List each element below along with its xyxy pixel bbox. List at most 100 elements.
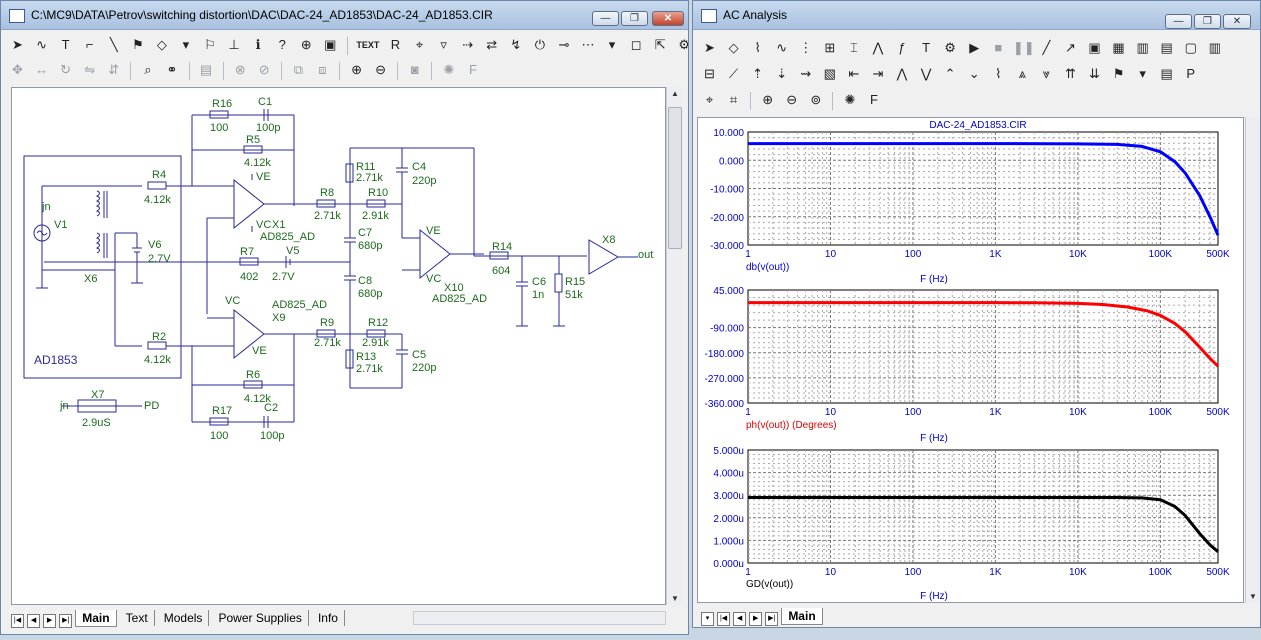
ac-high-icon[interactable]: ⌃ [944,66,956,81]
ac-bottom-icon[interactable]: ⇊ [1089,66,1100,81]
ac-text-icon[interactable]: T [922,40,931,55]
ac-slope-icon[interactable]: ⟋ [729,66,739,81]
schematic-horizontal-scrollbar[interactable] [413,611,666,625]
ac-waveform-icon[interactable]: ∿ [776,40,788,55]
scroll-down-icon[interactable]: ▼ [671,594,679,603]
ac-tokens-icon[interactable]: ⊞ [824,40,836,55]
camera-icon[interactable]: ◙ [410,62,419,77]
schematic-canvas[interactable]: jn V1 V6 2.7V X6 R4 4.12k R2 4.12k R16 1… [11,87,666,605]
schematic-titlebar[interactable]: C:\MC9\DATA\Petrov\switching distortion\… [1,1,688,30]
ac-vertical-scrollbar[interactable]: ▼ [1245,117,1260,603]
cursor-mode-icon[interactable]: ⇱ [654,37,666,52]
pin-connections-icon[interactable]: ⌖ [415,37,424,52]
orthogonal-wire-icon[interactable]: ⌐ [85,37,94,52]
ac-maximize-button[interactable]: ❐ [1194,14,1221,29]
ac-cursor-icon[interactable]: ⌶ [849,40,858,55]
ac-table-icon[interactable]: ▤ [1160,40,1173,55]
find-icon[interactable]: ⌕ [144,62,152,77]
ac-level-icon[interactable]: ⇝ [800,66,812,81]
ac-cursor-left-icon[interactable]: ⇤ [848,66,860,81]
ac-cursor-right-icon[interactable]: ⇥ [872,66,884,81]
ac-tag-icon[interactable]: ⚑ [1112,66,1125,81]
flip-icon[interactable]: ⇋ [84,62,96,77]
info-icon[interactable]: ℹ [255,37,261,52]
tab-main[interactable]: Main [75,610,117,627]
tab-text[interactable]: Text [120,610,155,626]
stretch-icon[interactable]: ↔ [35,62,49,77]
power-icon[interactable]: ⊸ [558,37,570,52]
cancel-icon[interactable]: ⊘ [258,62,270,77]
ac-down-cursor-icon[interactable]: ⇣ [776,66,788,81]
rotate-icon[interactable]: ↻ [60,62,72,77]
binoculars-icon[interactable]: ⚭ [166,62,178,77]
ac-minor-grid-icon[interactable]: ▥ [1208,40,1221,55]
ac-select-arrow-icon[interactable]: ➤ [704,40,715,55]
text-tool-icon[interactable]: T [61,37,70,52]
ac-stack-icon[interactable]: ▦ [1112,40,1125,55]
scroll-up-icon[interactable]: ▲ [671,89,679,98]
node-flag-icon[interactable]: ⚐ [204,37,216,52]
ac-arrow-line-icon[interactable]: ↗ [1064,40,1076,55]
close-button[interactable]: ✕ [652,11,684,26]
ac-first-page-icon[interactable]: |◀ [717,612,731,626]
ac-scale-icon[interactable]: ⌇ [754,40,761,55]
grid-icon[interactable]: ⋯ [581,37,595,52]
ac-dropdown-icon[interactable]: ▾ [701,612,714,626]
ac-prev-page-icon[interactable]: ◀ [733,612,747,626]
shape-dropdown-icon[interactable]: ▾ [182,37,190,52]
text-mode-icon[interactable]: TEXT [356,40,380,50]
point-to-end-icon[interactable]: ⊕ [300,37,312,52]
palette-icon[interactable]: ✺ [443,62,455,77]
schematic-vertical-scrollbar[interactable]: ▲ ▼ [666,87,683,605]
ac-list-icon[interactable]: ▤ [1160,66,1173,81]
ac-baseline-icon[interactable]: ⊟ [704,66,715,81]
ac-peak-next-icon[interactable]: ⋀ [896,66,908,81]
maximize-button[interactable]: ❐ [621,11,648,26]
last-page-icon[interactable]: ▶| [59,614,73,628]
tab-power-supplies[interactable]: Power Supplies [212,610,309,626]
ac-zoom-fit-icon[interactable]: ⊚ [810,92,822,107]
ac-palette-icon[interactable]: ✺ [844,92,856,107]
next-page-icon[interactable]: ▶ [43,614,57,628]
ac-shape-icon[interactable]: ◇ [728,40,739,55]
stop-icon[interactable]: ⊗ [234,62,246,77]
ac-tab-main[interactable]: Main [781,608,823,625]
tab-models[interactable]: Models [158,610,210,626]
component-icon[interactable]: ▣ [324,37,337,52]
properties-icon[interactable]: ⚙ [678,37,689,52]
zoom-in-icon[interactable]: ⊕ [351,62,363,77]
tab-info[interactable]: Info [312,610,345,626]
zoom-out-icon[interactable]: ⊖ [375,62,387,77]
ac-run-icon[interactable]: ▶ [969,40,980,55]
ac-zoom-out-icon[interactable]: ⊖ [786,92,798,107]
copy-icon[interactable]: ⧉ [293,62,304,77]
wire-icon[interactable]: ∿ [36,37,48,52]
minimize-button[interactable]: — [592,11,619,26]
mirror-icon[interactable]: ⇵ [108,62,120,77]
select-arrow-icon[interactable]: ➤ [12,37,23,52]
paste-icon[interactable]: ⧈ [318,62,327,77]
ac-frame-icon[interactable]: ▢ [1184,40,1197,55]
scroll-thumb[interactable] [668,107,682,249]
on-off-icon[interactable]: ⏻ [534,37,546,52]
ac-scroll-down-icon[interactable]: ▼ [1249,592,1257,601]
currents-icon[interactable]: ↯ [510,37,522,52]
help-icon[interactable]: ? [278,37,286,52]
ac-formula-icon[interactable]: ƒ [898,40,906,55]
ac-font-icon[interactable]: F [870,92,878,107]
ac-properties-icon[interactable]: ⚙ [944,40,956,55]
ac-tag-x-icon[interactable]: ⌖ [705,92,714,107]
pin-icon[interactable]: ⊥ [228,37,240,52]
ac-tag-dropdown-icon[interactable]: ▾ [1139,66,1146,81]
font-icon[interactable]: F [468,62,477,77]
ac-zoom-in-icon[interactable]: ⊕ [762,92,774,107]
ac-low-icon[interactable]: ⌄ [968,66,980,81]
ac-next-page-icon[interactable]: ▶ [749,612,763,626]
ac-stop-icon[interactable]: ■ [994,40,1003,55]
ac-grid-icon[interactable]: ▥ [1136,40,1149,55]
diagonal-wire-icon[interactable]: ╲ [109,37,118,52]
ac-titlebar[interactable]: AC Analysis — ❐ ✕ [693,1,1260,30]
ac-prop-icon[interactable]: P [1186,66,1196,81]
grid-text-icon[interactable]: ▿ [440,37,447,52]
